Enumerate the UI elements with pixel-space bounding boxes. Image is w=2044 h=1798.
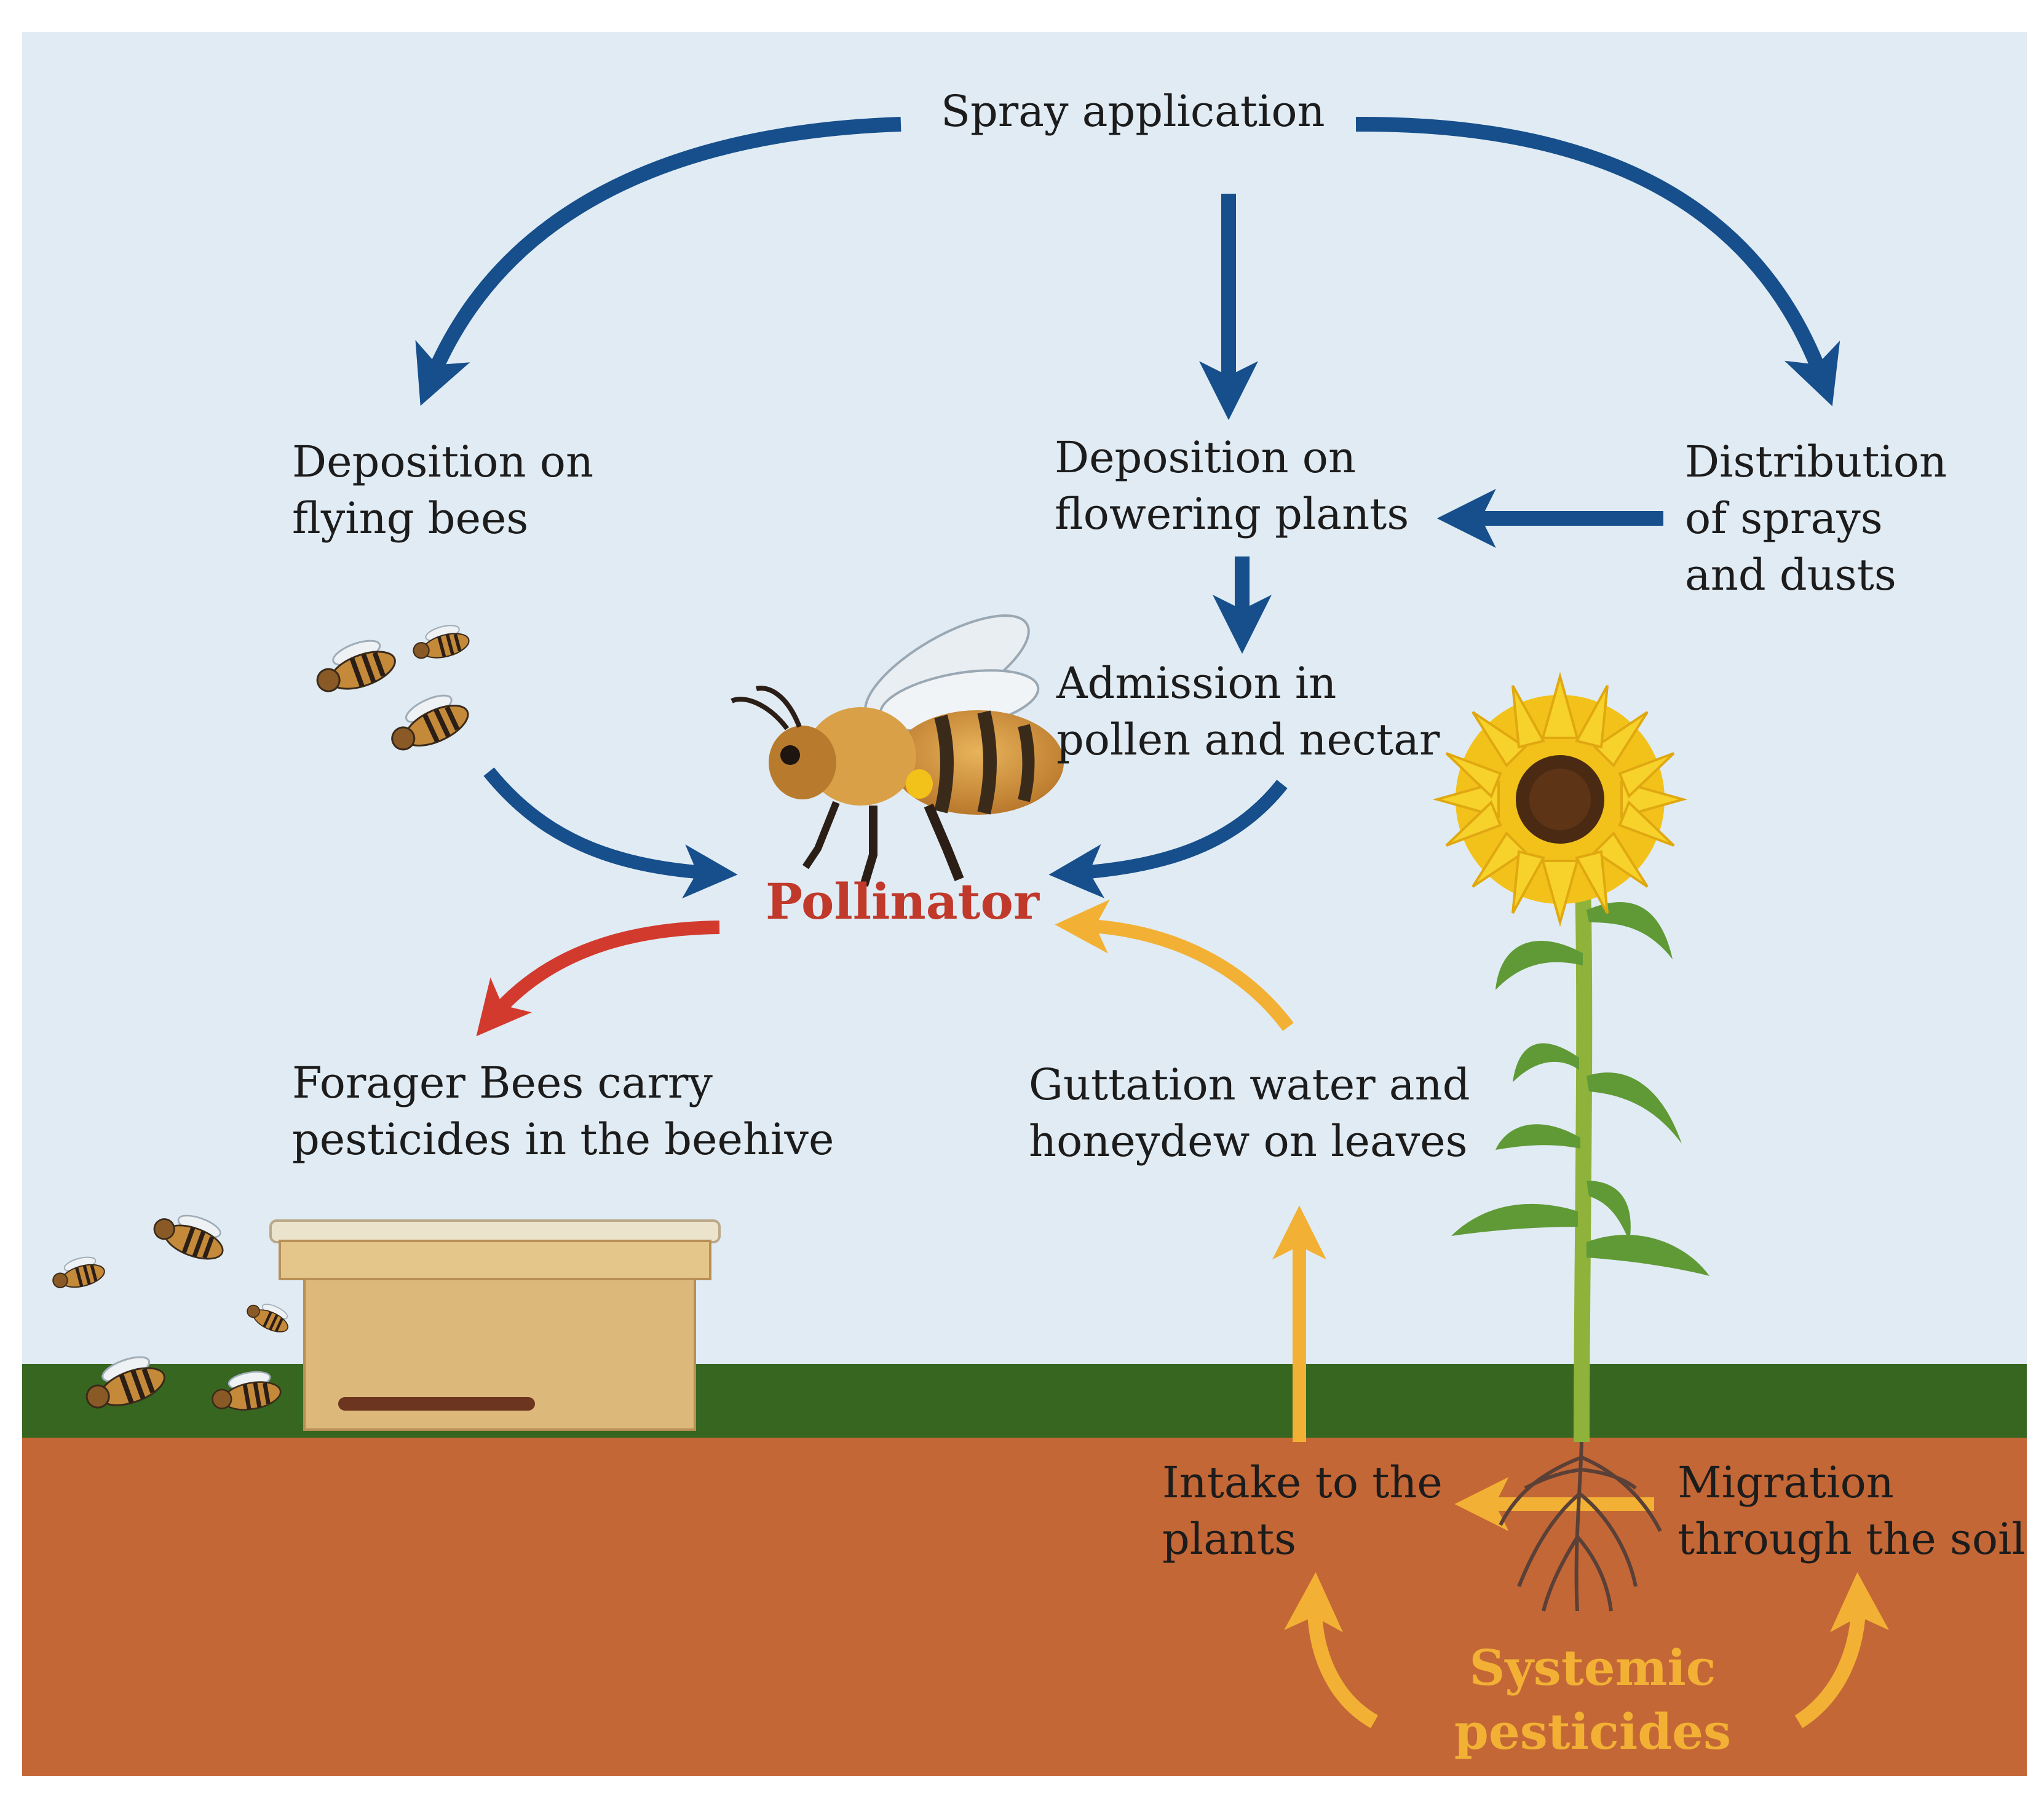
label-admission-pollen-nectar: Admission in pollen and nectar <box>1056 655 1440 768</box>
label-line: pollen and nectar <box>1056 715 1440 765</box>
sunflower-roots <box>1499 1441 1662 1612</box>
sunflower-head <box>1432 671 1688 927</box>
label-forager-bees: Forager Bees carry pesticides in the bee… <box>292 1055 834 1168</box>
label-line: and dusts <box>1685 550 1896 600</box>
label-distribution-sprays-dusts: Distribution of sprays and dusts <box>1685 434 1947 603</box>
arrow-admission-to-pollinator <box>1048 780 1288 898</box>
label-line: Systemic <box>1469 1639 1716 1697</box>
arrow-systemic-to-intake <box>1284 1572 1379 1729</box>
label-line: Distribution <box>1685 437 1947 487</box>
label-pollinator: Pollinator <box>766 873 1039 930</box>
label-line: Forager Bees carry <box>292 1058 713 1108</box>
arrow-spray-to-flying-bees <box>415 117 901 406</box>
flying-bees-group <box>316 625 470 751</box>
label-line: Migration <box>1678 1457 1894 1508</box>
sunflower-illustration <box>1432 671 1709 1612</box>
label-systemic-pesticides: Systemic pesticides <box>1451 1636 1734 1764</box>
label-line: Guttation water and <box>1029 1059 1470 1110</box>
label-line: of sprays <box>1685 493 1883 544</box>
label-line: Admission in <box>1056 658 1337 708</box>
beehive-illustration <box>269 1219 721 1431</box>
label-line: Deposition on <box>1055 432 1357 483</box>
arrow-guttation-to-pollinator <box>1055 899 1294 1031</box>
label-line: flying bees <box>292 493 529 544</box>
label-guttation-honeydew: Guttation water and honeydew on leaves <box>1029 1056 1470 1170</box>
label-line: pesticides in the beehive <box>292 1114 834 1165</box>
arrow-bees-to-pollinator <box>483 767 738 899</box>
label-line: through the soil <box>1678 1514 2026 1564</box>
label-line: Deposition on <box>292 437 594 487</box>
label-line: honeydew on leaves <box>1029 1116 1468 1166</box>
label-migration-through-soil: Migration through the soil <box>1678 1454 2026 1567</box>
label-spray-application: Spray application <box>941 86 1325 137</box>
label-line: Intake to the <box>1162 1457 1443 1508</box>
label-deposition-flowering-plants: Deposition on flowering plants <box>1055 429 1409 542</box>
label-line: pesticides <box>1454 1703 1732 1760</box>
hive-bees-group <box>52 1214 288 1411</box>
arrow-systemic-to-migration <box>1794 1572 1889 1729</box>
arrow-pollinator-to-forager <box>476 921 720 1037</box>
large-bee-illustration <box>731 614 1064 887</box>
soil-layer <box>22 1438 2027 1776</box>
label-deposition-flying-bees: Deposition on flying bees <box>292 434 593 547</box>
label-intake-to-plants: Intake to the plants <box>1162 1454 1443 1567</box>
label-line: plants <box>1162 1514 1297 1564</box>
arrow-spray-to-distribution <box>1355 116 1840 406</box>
label-line: flowering plants <box>1055 489 1409 539</box>
